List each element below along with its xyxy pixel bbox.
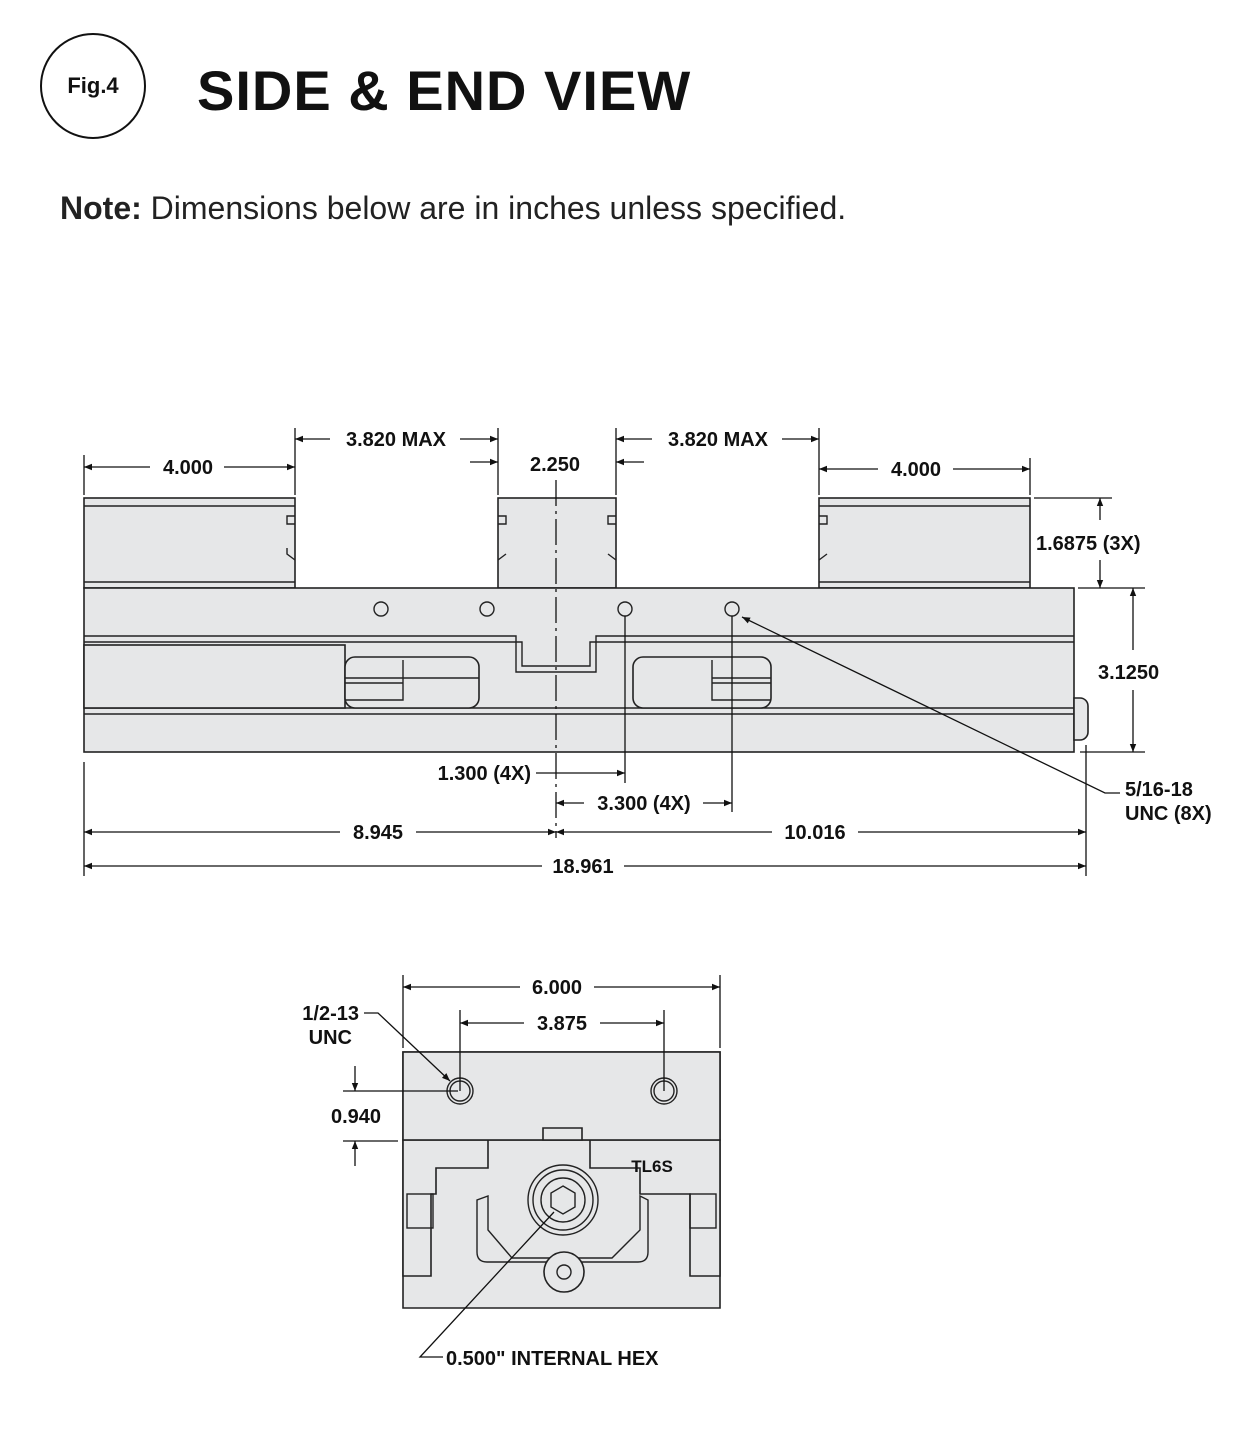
dim-left-gap: 3.820 MAX xyxy=(346,429,447,451)
drawing-line xyxy=(689,1193,717,1229)
slide-rail xyxy=(83,644,346,709)
drawing-line xyxy=(373,601,389,617)
dim-hole-height: 0.940 xyxy=(331,1106,381,1128)
dim-right-jaw: 4.000 xyxy=(891,459,941,481)
note-label: Note: xyxy=(60,190,142,226)
hex-screw xyxy=(527,1164,599,1236)
drawing-line xyxy=(540,1177,586,1223)
drawing-line xyxy=(479,601,495,617)
dim-right-length: 10.016 xyxy=(784,822,845,844)
model-mark: TL6S xyxy=(631,1157,673,1176)
drawing-line xyxy=(527,1164,599,1236)
dim-left-length: 8.945 xyxy=(353,822,403,844)
page-title: SIDE & END VIEW xyxy=(197,59,692,122)
thread-leader xyxy=(741,616,1120,794)
left-jaw xyxy=(83,497,296,589)
drawing-line xyxy=(406,1193,434,1229)
drawing-line xyxy=(83,616,1087,876)
end-jaw xyxy=(402,1051,721,1141)
thread-callout-line2: UNC (8X) xyxy=(1125,803,1212,825)
right-jaw xyxy=(818,497,1031,589)
dim-right-gap: 3.820 MAX xyxy=(668,429,769,451)
drawing-line xyxy=(286,515,296,561)
figure-label: Fig.4 xyxy=(40,33,146,139)
dim-hole-far: 3.300 (4X) xyxy=(597,793,690,815)
drawing-line xyxy=(818,515,828,561)
drawing-line xyxy=(84,635,1074,673)
drawing-line xyxy=(345,660,479,701)
hex-callout: 0.500" INTERNAL HEX xyxy=(446,1348,659,1370)
dim-overall: 18.961 xyxy=(552,856,613,878)
drawing-line xyxy=(476,1194,649,1263)
drawing-line xyxy=(402,975,721,1091)
units-note: Note: Dimensions below are in inches unl… xyxy=(60,190,846,227)
drawing-line xyxy=(532,1169,594,1231)
note-text: Dimensions below are in inches unless sp… xyxy=(150,190,847,226)
end-view: TL6S xyxy=(402,1051,721,1309)
hex-leader xyxy=(418,1211,555,1358)
drawing-line xyxy=(556,1264,572,1280)
dim-hole-near: 1.300 (4X) xyxy=(438,763,531,785)
dim-body-height: 3.1250 xyxy=(1098,662,1159,684)
handle-button xyxy=(1073,697,1089,741)
drawing-line xyxy=(550,1185,576,1215)
end-dimensions: 6.000 3.875 0.940 1/2-13 UNC 0.500" INTE… xyxy=(302,975,721,1370)
lock-screw xyxy=(543,1251,585,1293)
drawing-line xyxy=(711,660,771,701)
side-dimensions: 4.000 3.820 MAX 2.250 3.820 MAX 4.000 1.… xyxy=(83,428,1212,878)
thread-callout-line1: 5/16-18 xyxy=(1125,779,1193,801)
end-thread-callout-line1: 1/2-13 xyxy=(302,1003,359,1025)
end-thread-callout-line2: UNC xyxy=(309,1027,352,1049)
dim-center-jaw: 2.250 xyxy=(530,454,580,476)
drawing-line xyxy=(364,1012,451,1082)
dim-end-width: 6.000 xyxy=(532,977,582,999)
center-jaw xyxy=(497,497,617,589)
drawing-line xyxy=(542,1127,583,1141)
dim-left-jaw: 4.000 xyxy=(163,457,213,479)
drawing-line xyxy=(497,515,617,561)
side-view xyxy=(83,480,1089,838)
dim-hole-spacing: 3.875 xyxy=(537,1013,587,1035)
dim-jaw-height: 1.6875 (3X) xyxy=(1036,533,1141,555)
